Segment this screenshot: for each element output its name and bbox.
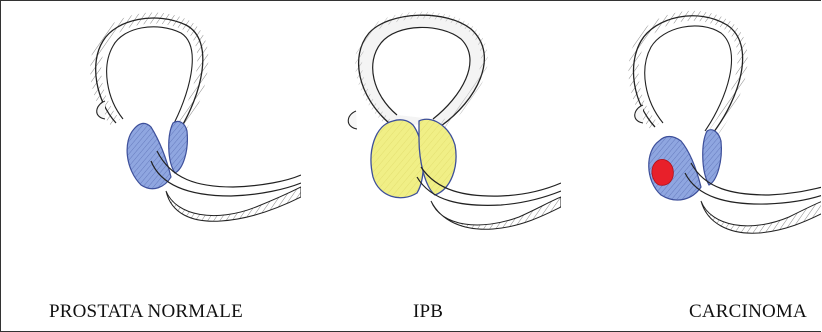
- caption-ipb: IPB: [413, 301, 443, 323]
- panel-ipb: IPB: [301, 1, 561, 332]
- hyperplasia-left-lobe: [371, 120, 423, 198]
- seminal-vesicle-shape: [703, 130, 722, 185]
- caption-carcinoma: CARCINOMA: [689, 301, 807, 323]
- carcinoma-illustration: [561, 1, 821, 291]
- ipb-illustration: [301, 1, 561, 291]
- panel-normal-prostate: PROSTATA NORMALE: [1, 1, 301, 332]
- tumor-spot: [652, 159, 673, 185]
- normal-prostate-illustration: [1, 1, 301, 291]
- seminal-vesicle-shape: [169, 121, 188, 173]
- panel-carcinoma: CARCINOMA: [561, 1, 821, 332]
- caption-normal-prostate: PROSTATA NORMALE: [49, 301, 243, 323]
